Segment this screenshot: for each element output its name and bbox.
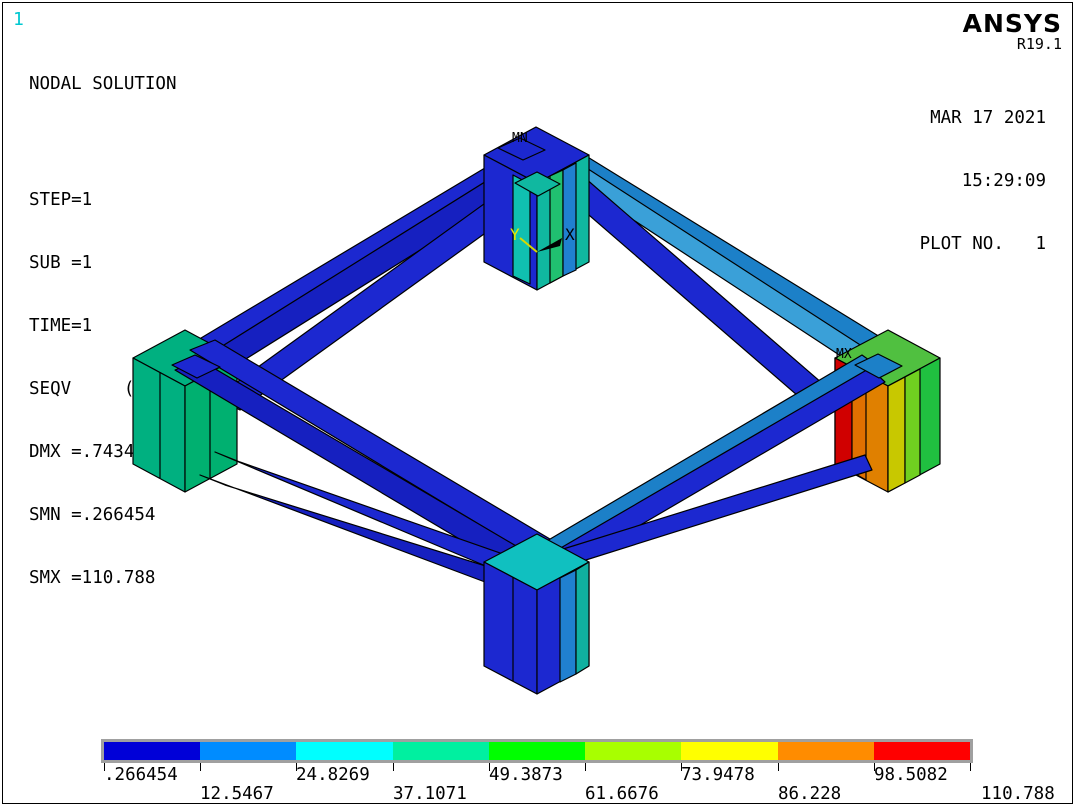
legend-tick [296, 763, 297, 771]
legend-label: 110.788 [981, 784, 1055, 804]
legend-tick [489, 763, 490, 771]
legend-swatch-0 [104, 742, 201, 760]
legend-tick [778, 763, 779, 771]
info-smn: SMN =.266454 [29, 505, 156, 525]
info-sub: SUB =1 [29, 253, 93, 273]
legend-swatch-5 [585, 742, 682, 760]
legend-swatch-2 [296, 742, 393, 760]
plot-title: NODAL SOLUTION [29, 74, 177, 94]
legend-label: 86.228 [778, 784, 842, 804]
contour-legend [101, 739, 973, 763]
coordinate-triad: Y X [510, 225, 575, 253]
plot-date: MAR 17 2021 [930, 108, 1046, 128]
legend-tick [970, 763, 971, 771]
legend-tick [681, 763, 682, 771]
mx-tag: MX [836, 347, 852, 362]
plot-time: 15:29:09 [961, 171, 1046, 191]
legend-swatch-7 [777, 742, 874, 760]
beam-left-bottom [189, 339, 561, 559]
legend-tick [104, 763, 105, 771]
ansys-logo: ANSYS R19.1 [963, 9, 1062, 53]
legend-label: .266454 [104, 765, 178, 785]
legend-label: 98.5082 [874, 765, 948, 785]
legend-label: 12.5467 [200, 784, 274, 804]
legend-swatch-4 [488, 742, 586, 760]
plot-meta: MAR 17 2021 15:29:09 PLOT NO. 1 [920, 66, 1046, 297]
legend-swatch-6 [681, 742, 778, 760]
info-step: STEP=1 [29, 190, 93, 210]
legend-tick [393, 763, 394, 771]
brand-name: ANSYS [962, 9, 1062, 38]
plot-number: PLOT NO. 1 [919, 234, 1046, 254]
window-number: 1 [13, 9, 24, 30]
legend-swatch-3 [392, 742, 489, 760]
info-smx: SMX =110.788 [29, 568, 156, 588]
legend-tick [200, 763, 201, 771]
legend-swatch-1 [200, 742, 297, 760]
info-dmx: DMX =.74344 [29, 442, 145, 462]
legend-tick [874, 763, 875, 771]
legend-label: 73.9478 [681, 765, 755, 785]
legend-swatch-8 [873, 742, 970, 760]
info-time: TIME=1 [29, 316, 93, 336]
beam-right-bottom [539, 354, 881, 561]
triad-x-label: X [565, 225, 575, 244]
mn-tag: MN [512, 131, 528, 146]
legend-label: 61.6676 [585, 784, 659, 804]
triad-y-label: Y [510, 225, 520, 244]
legend-label: 49.3873 [489, 765, 563, 785]
legend-label: 24.8269 [296, 765, 370, 785]
legend-tick [585, 763, 586, 771]
brand-version: R19.1 [1016, 35, 1062, 53]
legend-label: 37.1071 [393, 784, 467, 804]
